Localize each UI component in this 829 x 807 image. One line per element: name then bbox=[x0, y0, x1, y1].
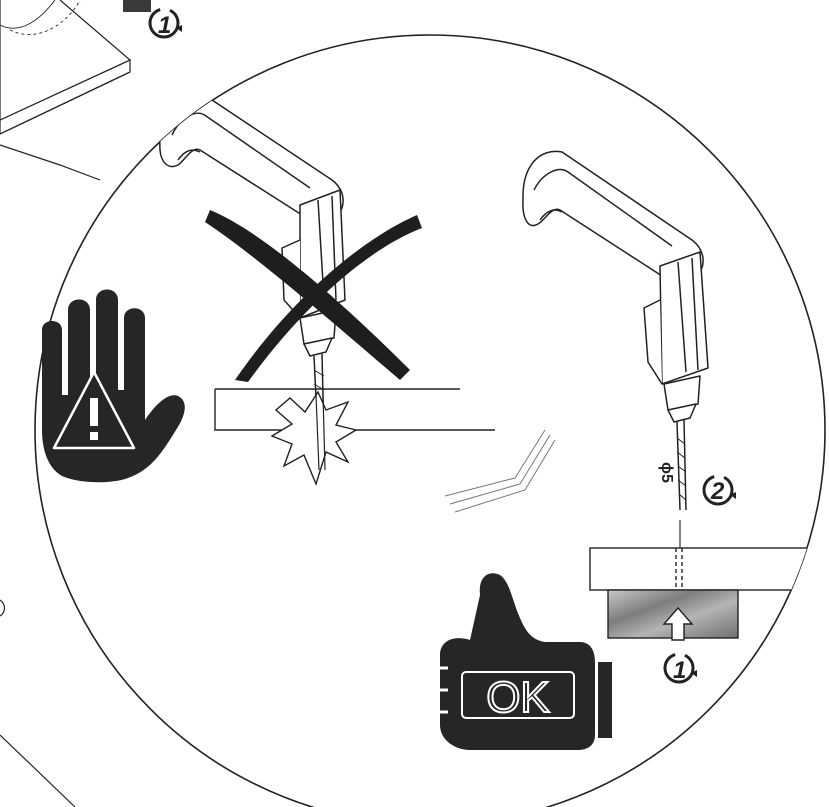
step-number-drill: 2 bbox=[710, 478, 725, 505]
step-number-support: 1 bbox=[673, 657, 686, 684]
step-marker-top: 1 bbox=[150, 9, 182, 39]
diameter-value: 5 bbox=[658, 474, 675, 483]
bit-diameter-label: ϕ 5 bbox=[658, 462, 675, 483]
diameter-symbol: ϕ bbox=[658, 462, 675, 474]
ok-label: OK bbox=[486, 673, 550, 722]
step-number-top: 1 bbox=[158, 12, 171, 39]
